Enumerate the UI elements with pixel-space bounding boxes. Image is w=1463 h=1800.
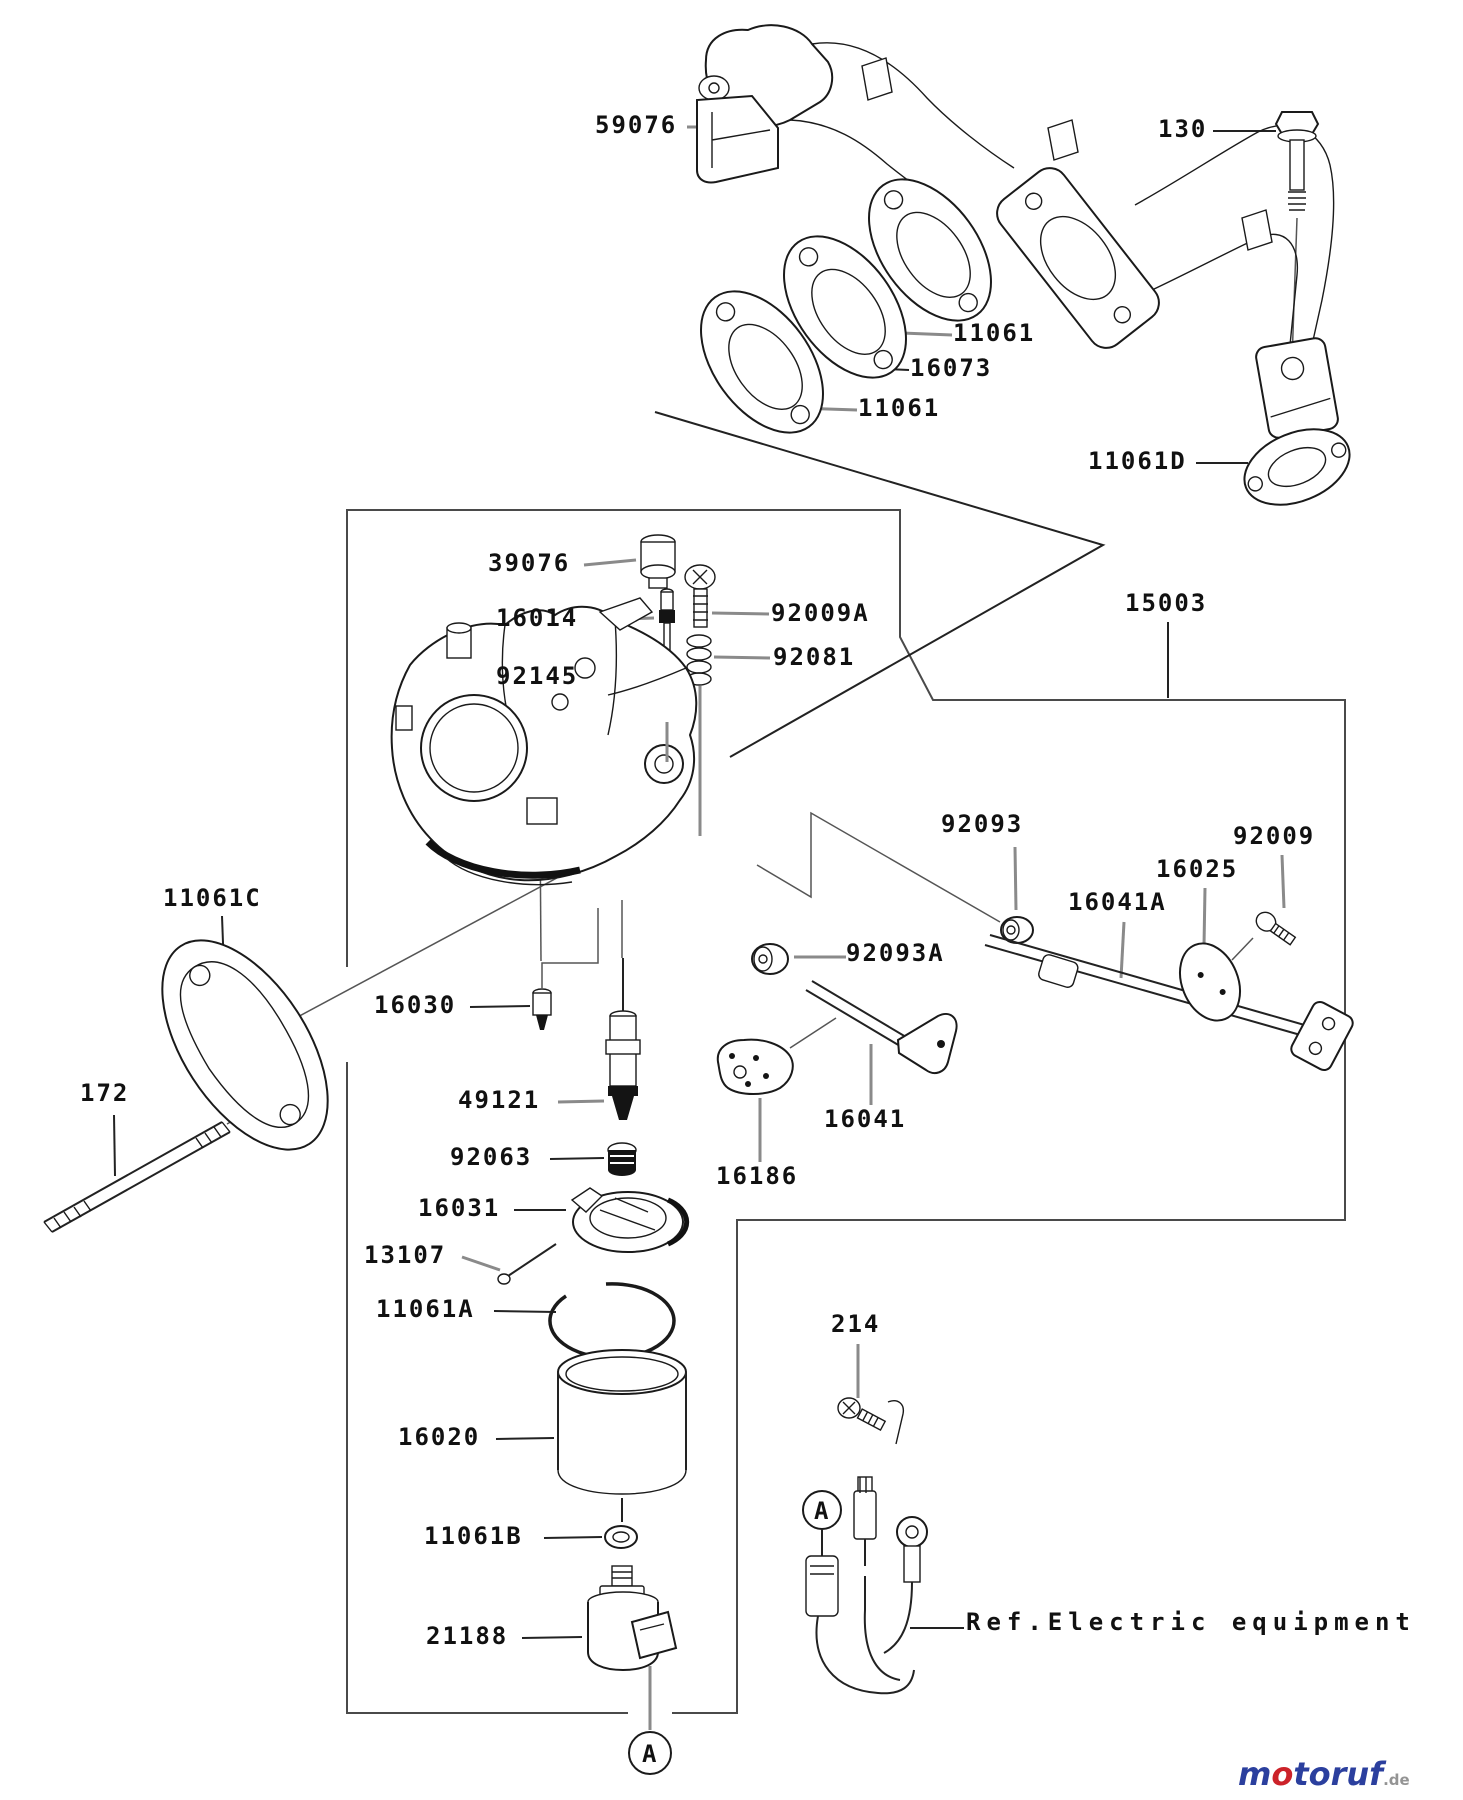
part-label-92081: 92081 xyxy=(773,643,856,671)
electric-equipment-drawing xyxy=(802,1397,928,1695)
part-label-92009: 92009 xyxy=(1233,822,1316,850)
part-label-39076: 39076 xyxy=(488,549,571,577)
part-label-214: 214 xyxy=(831,1310,881,1338)
carburetor-drawing xyxy=(390,597,702,886)
gasket-stud-drawing xyxy=(43,939,329,1233)
part-label-49121: 49121 xyxy=(458,1086,541,1114)
manifold-drawing xyxy=(696,24,1351,506)
part-label-92009A: 92009A xyxy=(771,599,870,627)
part-label-11061A: 11061A xyxy=(376,1295,475,1323)
part-label-11061C: 11061C xyxy=(163,884,262,912)
part-label-59076: 59076 xyxy=(595,111,678,139)
part-label-92145: 92145 xyxy=(496,662,579,690)
watermark-text: m xyxy=(1238,1755,1272,1793)
part-label-16025: 16025 xyxy=(1156,855,1239,883)
part-label-92063: 92063 xyxy=(450,1143,533,1171)
part-label-11061D: 11061D xyxy=(1088,447,1187,475)
part-label-172: 172 xyxy=(80,1079,130,1107)
part-label-15003: 15003 xyxy=(1125,589,1208,617)
part-label-16041: 16041 xyxy=(824,1105,907,1133)
part-label-11061-top: 11061 xyxy=(953,319,1036,347)
ref-electric-equipment-note: Ref.Electric equipment xyxy=(966,1608,1416,1636)
part-label-16073: 16073 xyxy=(910,354,993,382)
part-label-16030: 16030 xyxy=(374,991,457,1019)
part-label-11061B: 11061B xyxy=(424,1522,523,1550)
part-label-21188: 21188 xyxy=(426,1622,509,1650)
part-label-13107: 13107 xyxy=(364,1241,447,1269)
part-label-92093: 92093 xyxy=(941,810,1024,838)
callout-a-bottom: A xyxy=(642,1740,657,1768)
throttle-parts-drawing xyxy=(716,911,1354,1095)
locator-leader-zigzag xyxy=(756,811,1001,923)
callout-a-wiring: A xyxy=(814,1497,829,1525)
part-label-11061-mid: 11061 xyxy=(858,394,941,422)
motoruf-watermark: motoruf.de xyxy=(1238,1755,1410,1793)
part-label-16014: 16014 xyxy=(496,604,579,632)
detail-boxes-outline xyxy=(346,509,1346,1714)
leader-lines-gray xyxy=(461,125,1286,1730)
part-label-92093A: 92093A xyxy=(846,939,945,967)
locator-leader-v xyxy=(654,411,1106,758)
float-bowl-column-drawing xyxy=(497,958,690,1775)
part-label-16031: 16031 xyxy=(418,1194,501,1222)
part-label-16020: 16020 xyxy=(398,1423,481,1451)
part-label-16041A: 16041A xyxy=(1068,888,1167,916)
part-label-130: 130 xyxy=(1158,115,1208,143)
part-label-16186: 16186 xyxy=(716,1162,799,1190)
